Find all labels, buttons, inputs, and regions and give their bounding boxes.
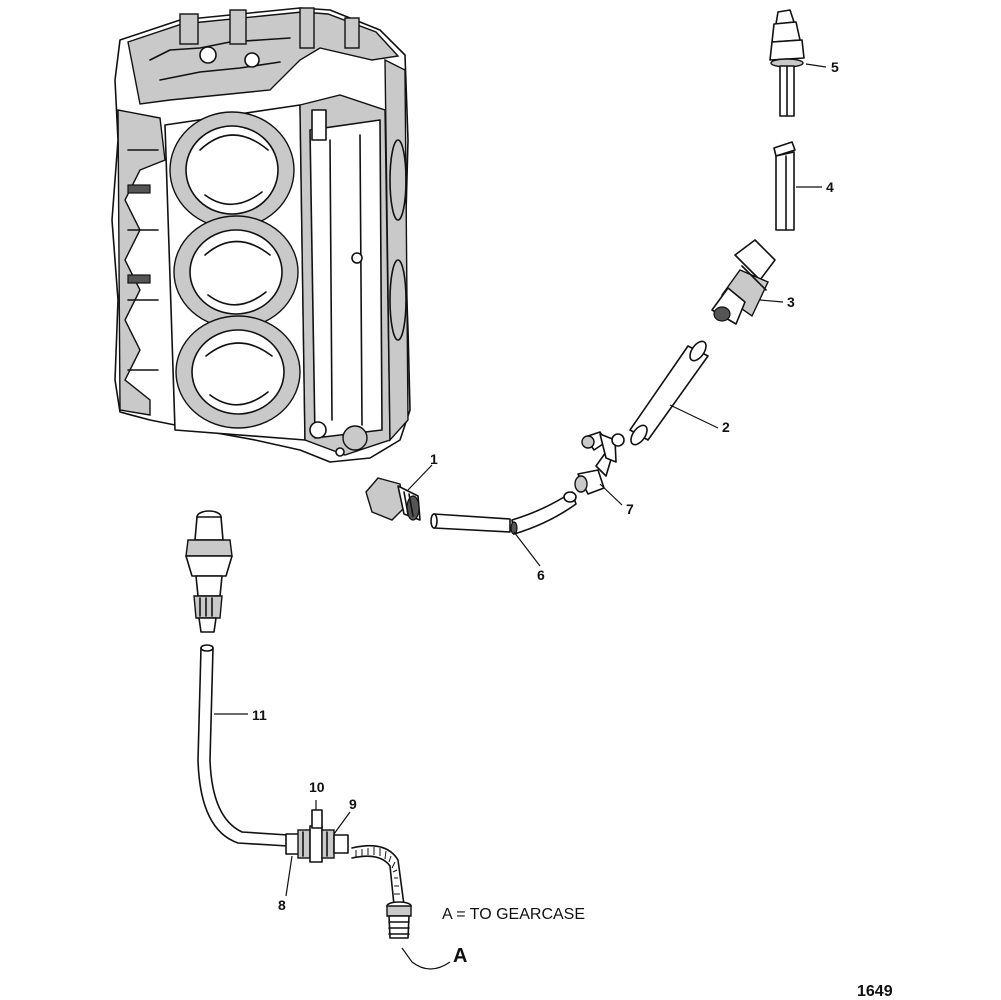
part-5-barbed-fitting	[769, 9, 805, 117]
part-7-elbow-fitting	[563, 431, 625, 503]
callout-4: 4	[826, 179, 834, 195]
figure-number: 1649	[857, 983, 893, 1000]
gearcase-hose	[351, 844, 412, 939]
cylinder-bore-bottom	[175, 315, 301, 429]
part-8-9-10-tee-fitting	[285, 809, 349, 863]
marker-a: A	[453, 945, 468, 967]
leader-lines	[214, 63, 827, 970]
callout-2: 2	[722, 419, 730, 435]
callout-10: 10	[309, 779, 325, 795]
cylinder-bore-middle	[173, 215, 299, 329]
part-4-tube	[773, 141, 796, 231]
part-11-hose	[197, 644, 289, 847]
callout-1: 1	[430, 451, 438, 467]
cylinder-block	[111, 7, 411, 463]
callout-11: 11	[252, 707, 267, 723]
callout-3: 3	[787, 294, 795, 310]
part-1-fitting	[365, 477, 421, 521]
callout-6: 6	[537, 567, 545, 583]
gearcase-note: A = TO GEARCASE	[442, 906, 586, 923]
callout-8: 8	[278, 897, 286, 913]
cylinder-bore-top	[169, 111, 295, 229]
callout-5: 5	[831, 59, 839, 75]
part-3-union-fitting	[711, 239, 776, 325]
callout-7: 7	[626, 501, 634, 517]
part-6-hose	[430, 491, 577, 535]
water-pressure-valve	[185, 510, 233, 633]
part-2-hose	[629, 340, 709, 446]
callout-9: 9	[349, 796, 357, 812]
